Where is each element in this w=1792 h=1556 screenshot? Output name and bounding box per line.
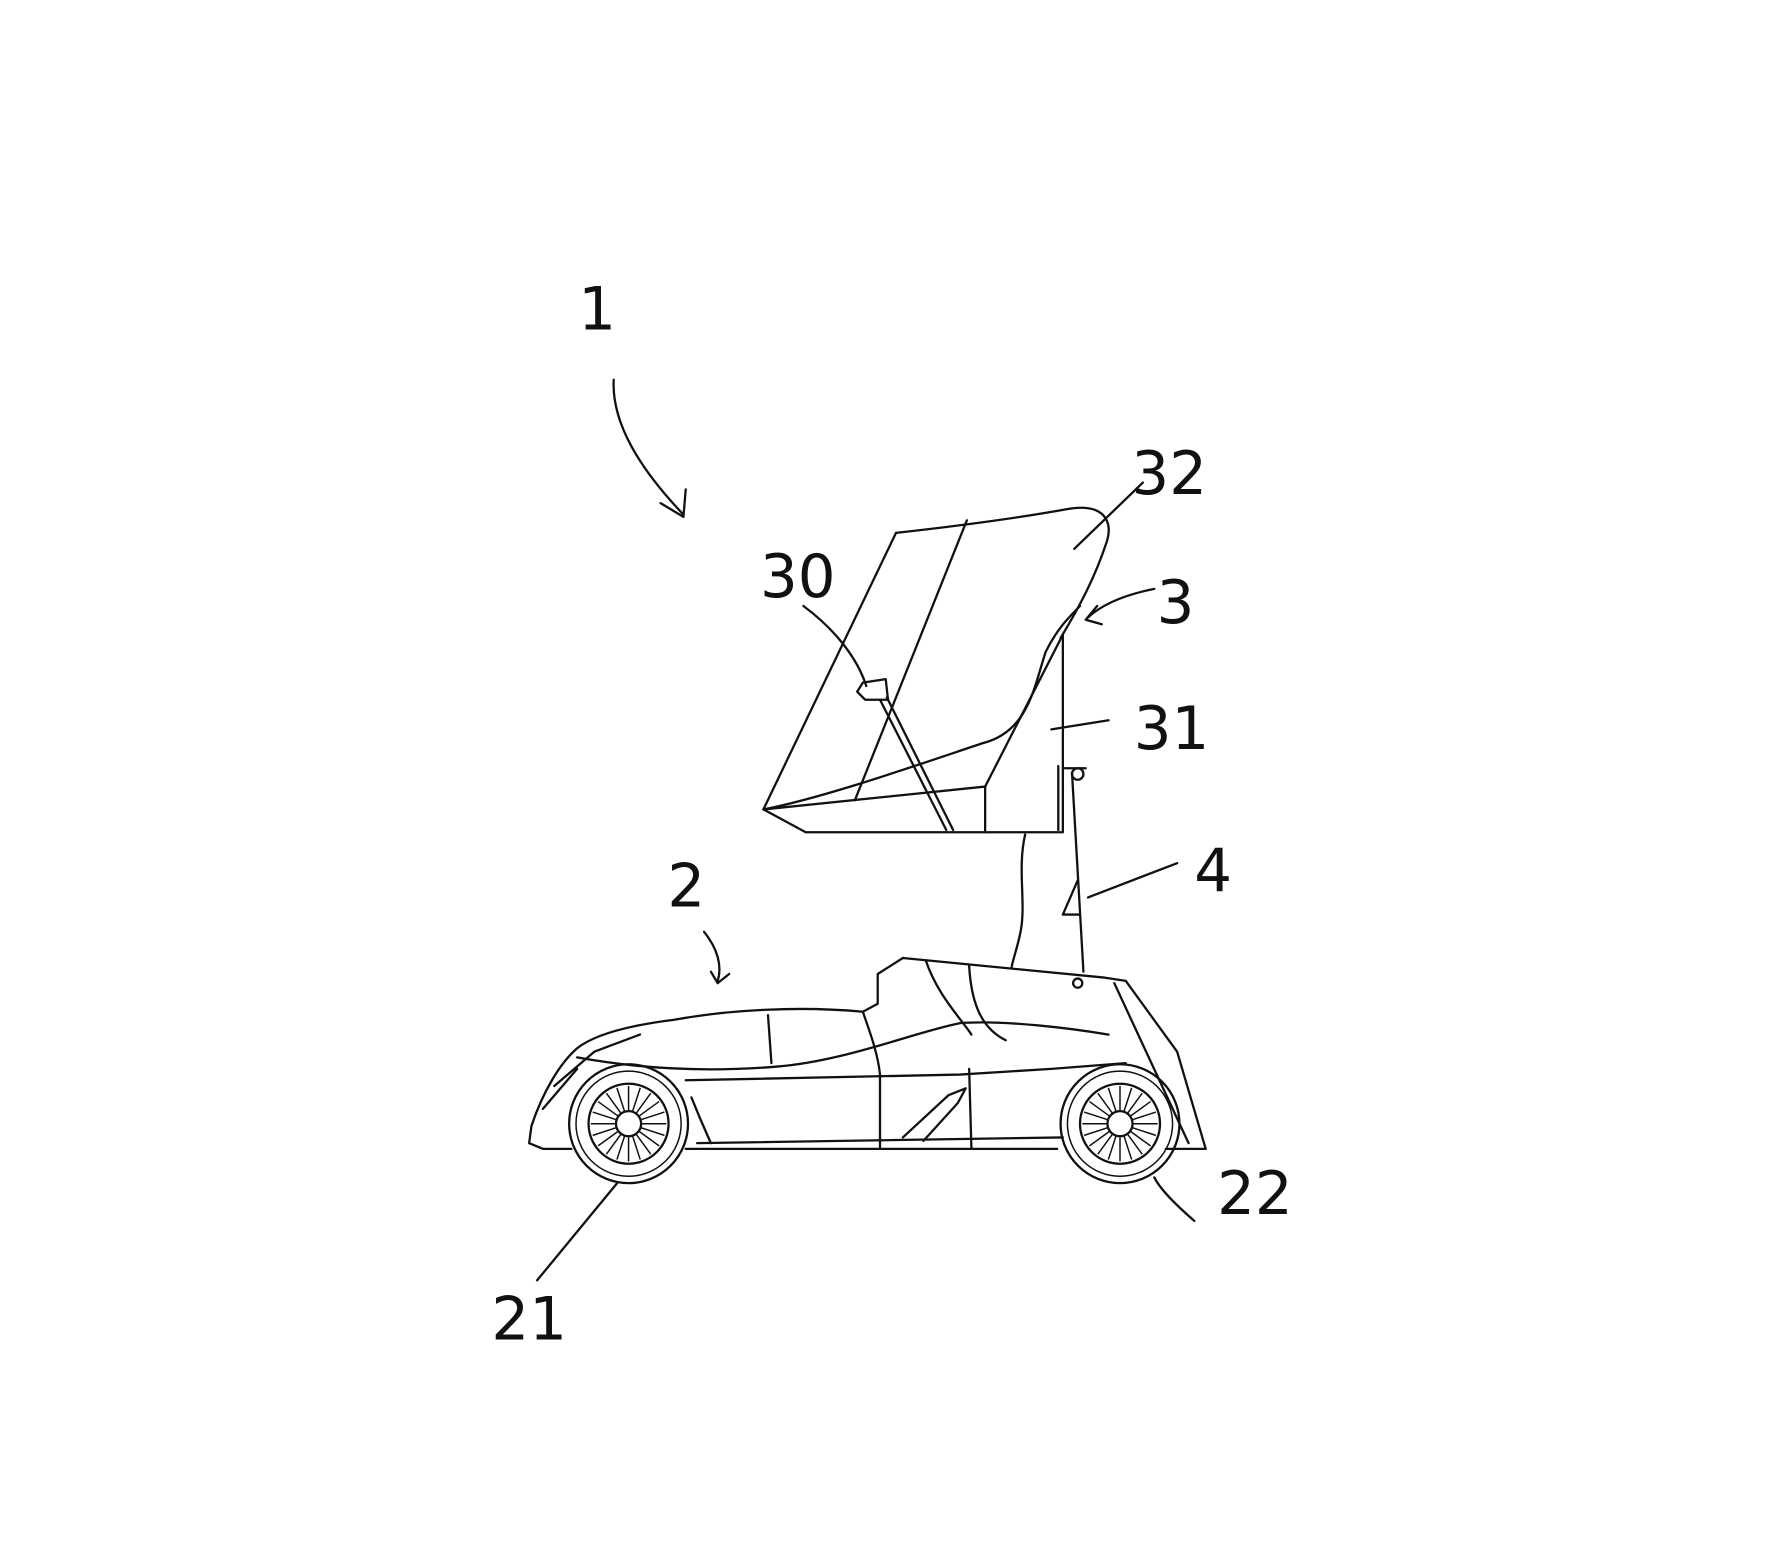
wheel-spoke [1089,1130,1111,1147]
screen-outline [894,506,1110,640]
wheel-spoke [1131,1126,1157,1137]
wheel-spoke [631,1087,641,1112]
wheel-spoke [592,1111,617,1121]
wheel-spoke [1097,1092,1114,1114]
label-2: 2 [667,853,705,922]
label-21: 21 [491,1286,567,1355]
wheel-spoke [1131,1111,1157,1121]
wheel-spoke [616,1087,626,1112]
wheel-spoke [638,1130,660,1147]
wheel-spoke [640,1126,665,1137]
leader-22 [1153,1176,1196,1222]
label-22: 22 [1217,1160,1293,1229]
leader-30 [802,604,868,688]
wheel-spoke [635,1092,652,1114]
wheel-spoke [1126,1092,1143,1114]
wheel-spoke [631,1135,641,1160]
label-32: 32 [1131,440,1207,509]
label-31: 31 [1134,695,1210,764]
display-unit [762,506,1110,834]
label-30: 30 [760,543,836,612]
mount-30 [856,678,890,701]
wheel-spoke [605,1092,622,1114]
wheel-spoke [1107,1087,1117,1112]
mount-arm [878,696,955,832]
wheel-spoke [1129,1130,1151,1147]
wheel-spoke [1107,1135,1117,1160]
wheel-spoke [605,1133,622,1155]
pole-4 [1010,767,1087,973]
wheel-spoke [592,1126,617,1137]
wheel-spoke [635,1133,652,1155]
wheel-spoke [640,1111,665,1121]
wheel-spoke [1089,1100,1111,1117]
label-1: 1 [578,275,616,344]
label-4: 4 [1194,838,1232,907]
wheel-spoke [638,1100,660,1117]
arrow-1 [612,378,687,518]
wheel-spoke [597,1130,619,1147]
wheel-spoke [1083,1111,1109,1121]
front-wheel-21 [568,1063,690,1185]
label-3: 3 [1157,569,1195,638]
arrow-2 [702,930,731,985]
wheel-spoke [1083,1126,1109,1137]
wheel-spoke [1126,1133,1143,1155]
arrow-3 [1084,587,1156,626]
arrow-4 [1061,862,1179,916]
leader-31 [1050,719,1110,731]
leader-32 [1073,481,1144,550]
wheel-spoke [1129,1100,1151,1117]
column [1010,833,1027,970]
wheel-spoke [597,1100,619,1117]
wheel-spoke [1123,1135,1133,1160]
leader-21 [536,1182,619,1282]
wheel-spoke [1097,1133,1114,1155]
vehicle-body [528,956,1207,1150]
wheel-spoke [616,1135,626,1160]
rear-wheel-22 [1059,1063,1181,1185]
wheel-spoke [1123,1087,1133,1112]
